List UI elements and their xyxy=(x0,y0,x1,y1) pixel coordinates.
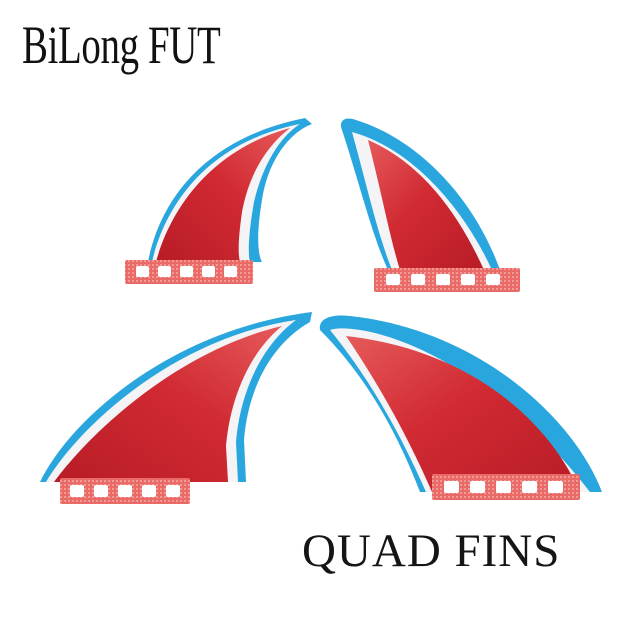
fin-base-top-left xyxy=(125,260,253,284)
fin-top-left xyxy=(125,118,312,284)
brand-title: BiLong FUT xyxy=(22,15,221,75)
fin-bottom-left xyxy=(40,312,312,504)
fin-base-bottom-left xyxy=(60,478,190,504)
product-caption: QUAD FINS xyxy=(302,525,561,577)
fin-base-bottom-right xyxy=(432,474,580,500)
fin-top-right xyxy=(340,118,520,292)
fin-base-top-right xyxy=(374,268,520,292)
fin-bottom-right xyxy=(319,315,602,500)
